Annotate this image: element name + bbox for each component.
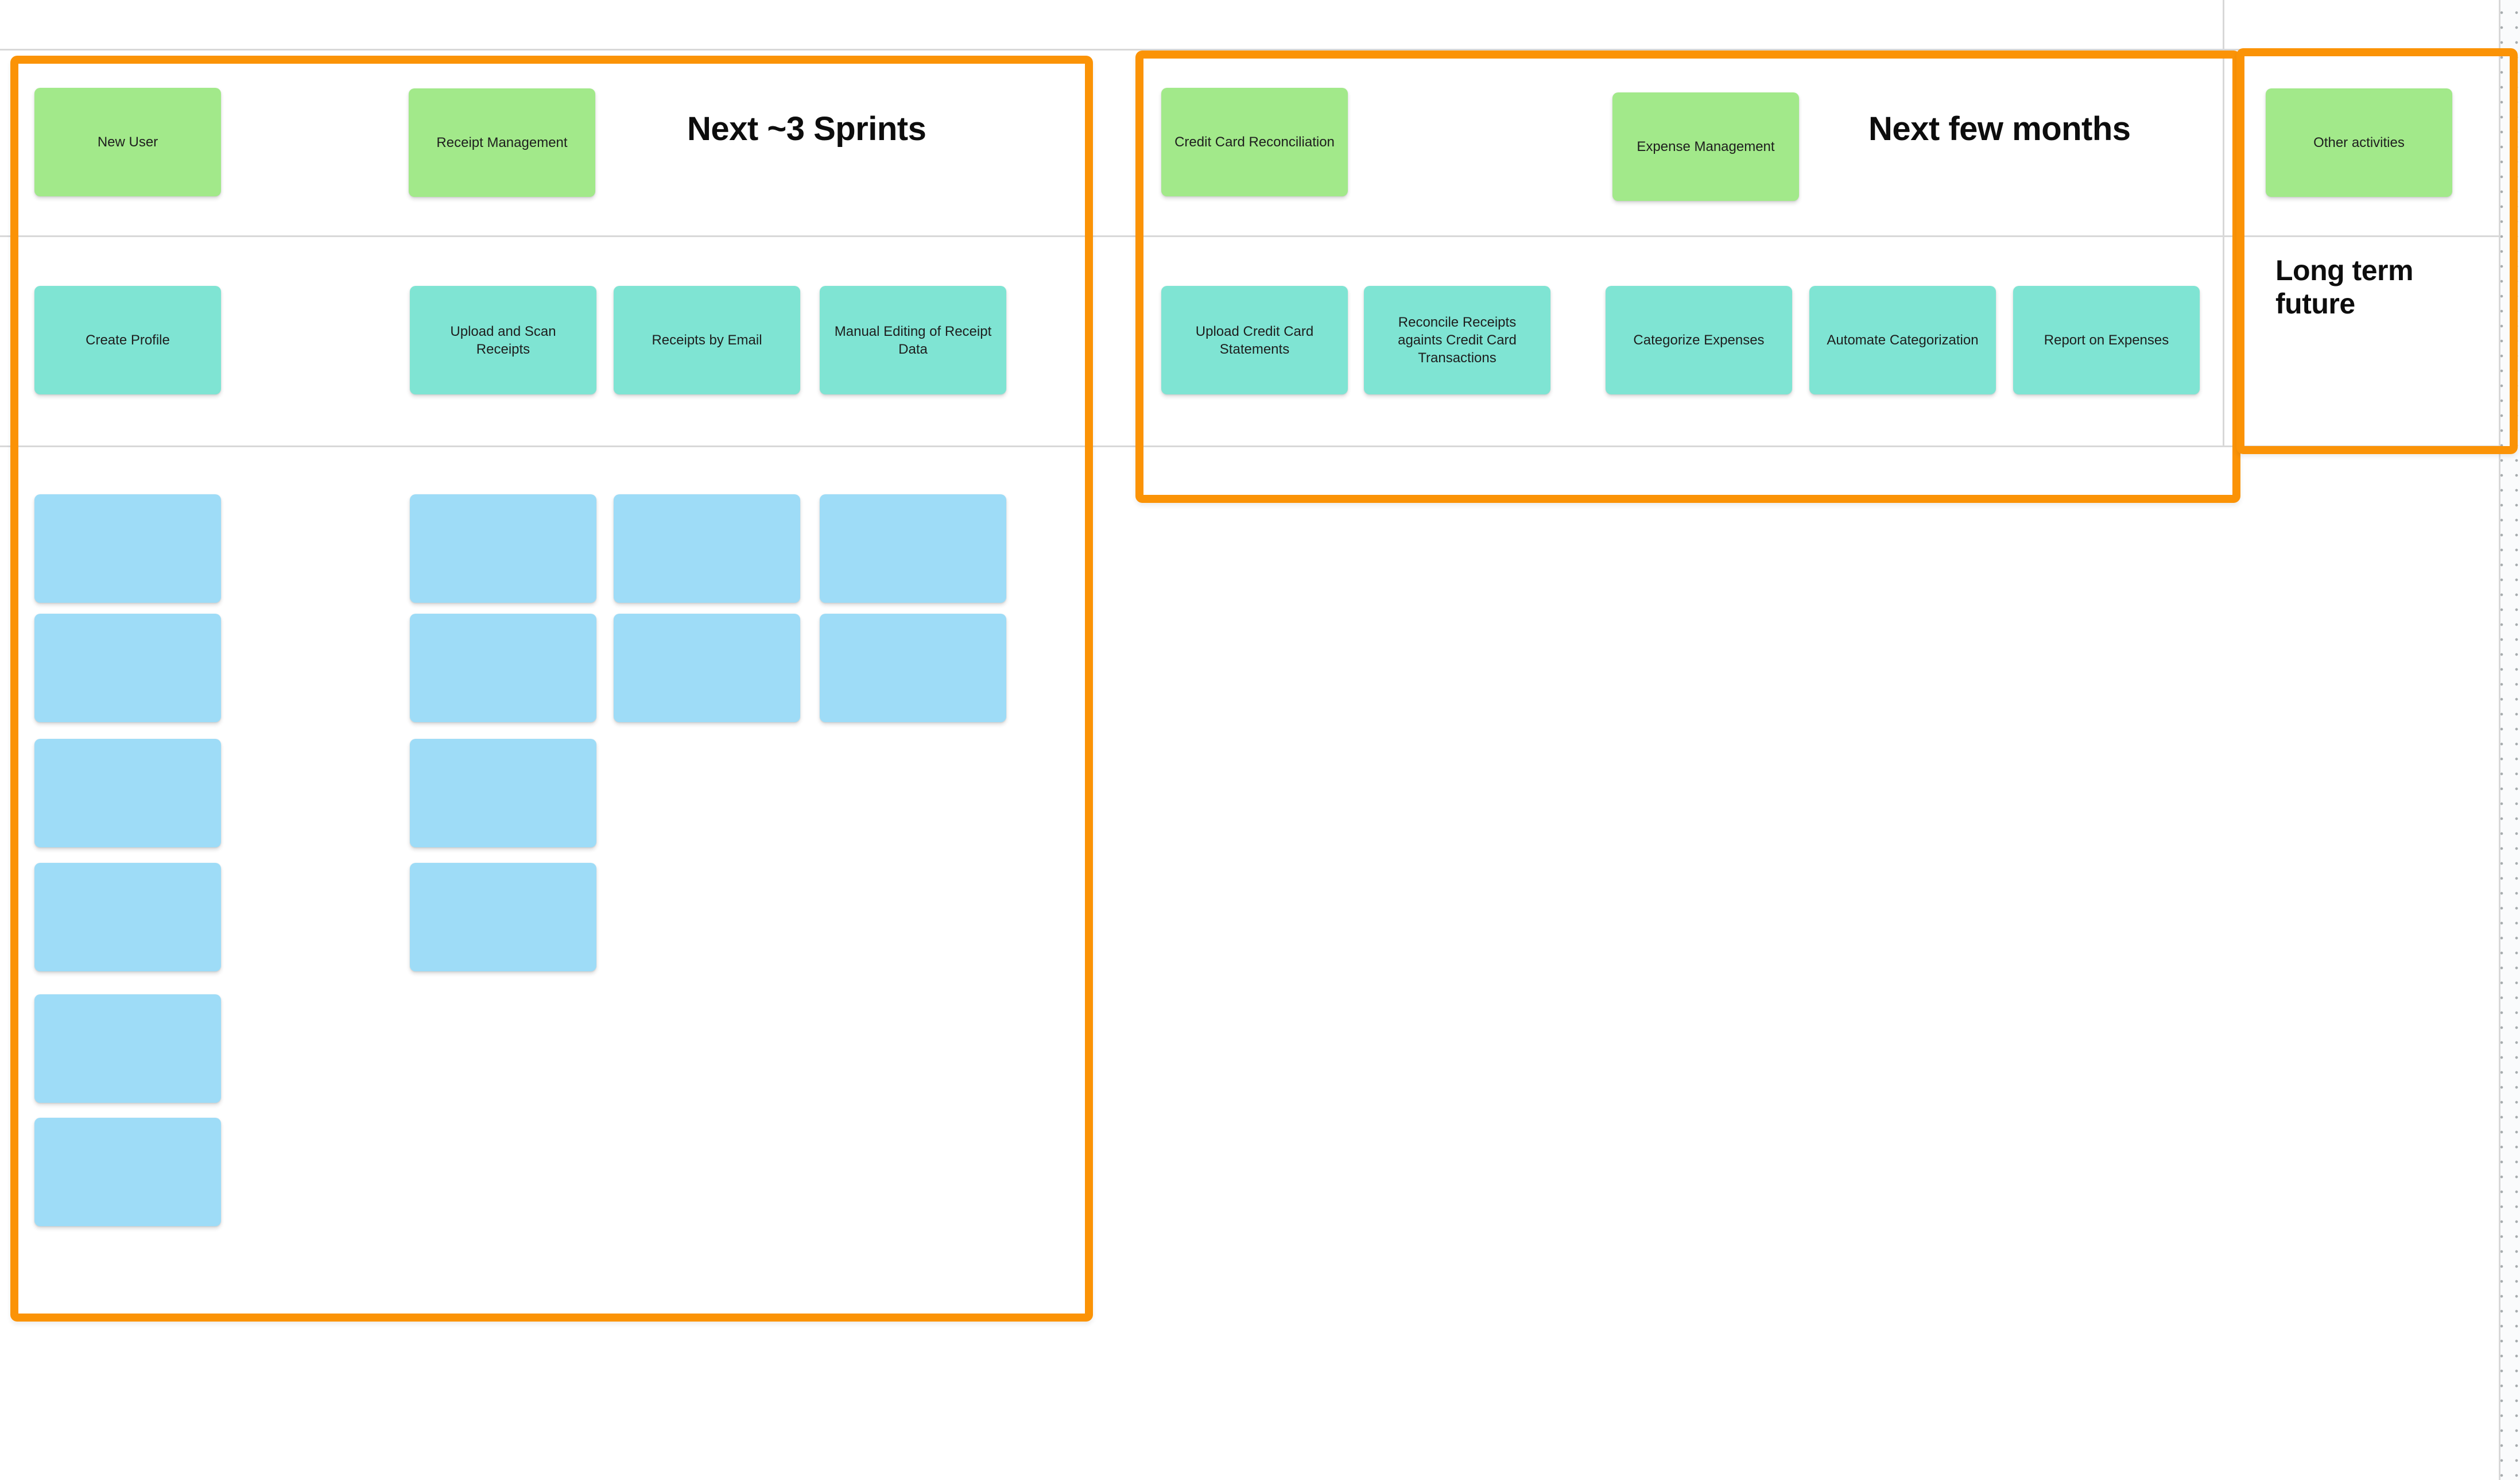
empty-story-note[interactable] [410,494,596,603]
empty-story-note[interactable] [410,739,596,847]
empty-story-note[interactable] [34,1118,221,1226]
sticky-note-reconcile-receipts[interactable]: Reconcile Receipts againts Credit Card T… [1364,286,1550,394]
grid-row-line-top [0,49,2499,51]
sticky-note-create-profile[interactable]: Create Profile [34,286,221,394]
canvas-dot-grid [2500,0,2520,1480]
sticky-note-receipt-management[interactable]: Receipt Management [409,88,595,197]
empty-story-note[interactable] [820,614,1006,722]
sticky-note-new-user[interactable]: New User [34,88,221,196]
frame-next-3-sprints[interactable] [10,56,1093,1322]
grid-row-line-middle [0,235,2499,237]
empty-story-note[interactable] [34,994,221,1103]
sticky-note-automate-categorization[interactable]: Automate Categorization [1809,286,1996,394]
frame-title-next-few-months[interactable]: Next few months [1868,110,2131,148]
grid-column-line-right [2499,0,2500,1480]
sticky-note-expense-management[interactable]: Expense Management [1612,92,1799,201]
empty-story-note[interactable] [410,863,596,971]
empty-story-note[interactable] [820,494,1006,603]
empty-story-note[interactable] [614,614,800,722]
sticky-note-categorize-expenses[interactable]: Categorize Expenses [1606,286,1792,394]
frame-long-term-future[interactable] [2236,48,2518,454]
grid-column-line-inner [2223,0,2224,445]
empty-story-note[interactable] [410,614,596,722]
sticky-note-upload-and-scan-receipts[interactable]: Upload and Scan Receipts [410,286,596,394]
grid-row-line-bottom [0,445,2499,447]
sticky-note-manual-editing-of-receipt-data[interactable]: Manual Editing of Receipt Data [820,286,1006,394]
empty-story-note[interactable] [614,494,800,603]
sticky-note-credit-card-reconciliation[interactable]: Credit Card Reconciliation [1161,88,1348,196]
sticky-note-other-activities[interactable]: Other activities [2266,88,2452,197]
sticky-note-report-on-expenses[interactable]: Report on Expenses [2013,286,2200,394]
sticky-note-upload-credit-card-statements[interactable]: Upload Credit Card Statements [1161,286,1348,394]
frame-title-long-term-future[interactable]: Long term future [2275,254,2413,320]
sticky-note-receipts-by-email[interactable]: Receipts by Email [614,286,800,394]
frame-title-next-3-sprints[interactable]: Next ~3 Sprints [687,110,926,148]
empty-story-note[interactable] [34,614,221,722]
empty-story-note[interactable] [34,739,221,847]
empty-story-note[interactable] [34,494,221,603]
empty-story-note[interactable] [34,863,221,971]
